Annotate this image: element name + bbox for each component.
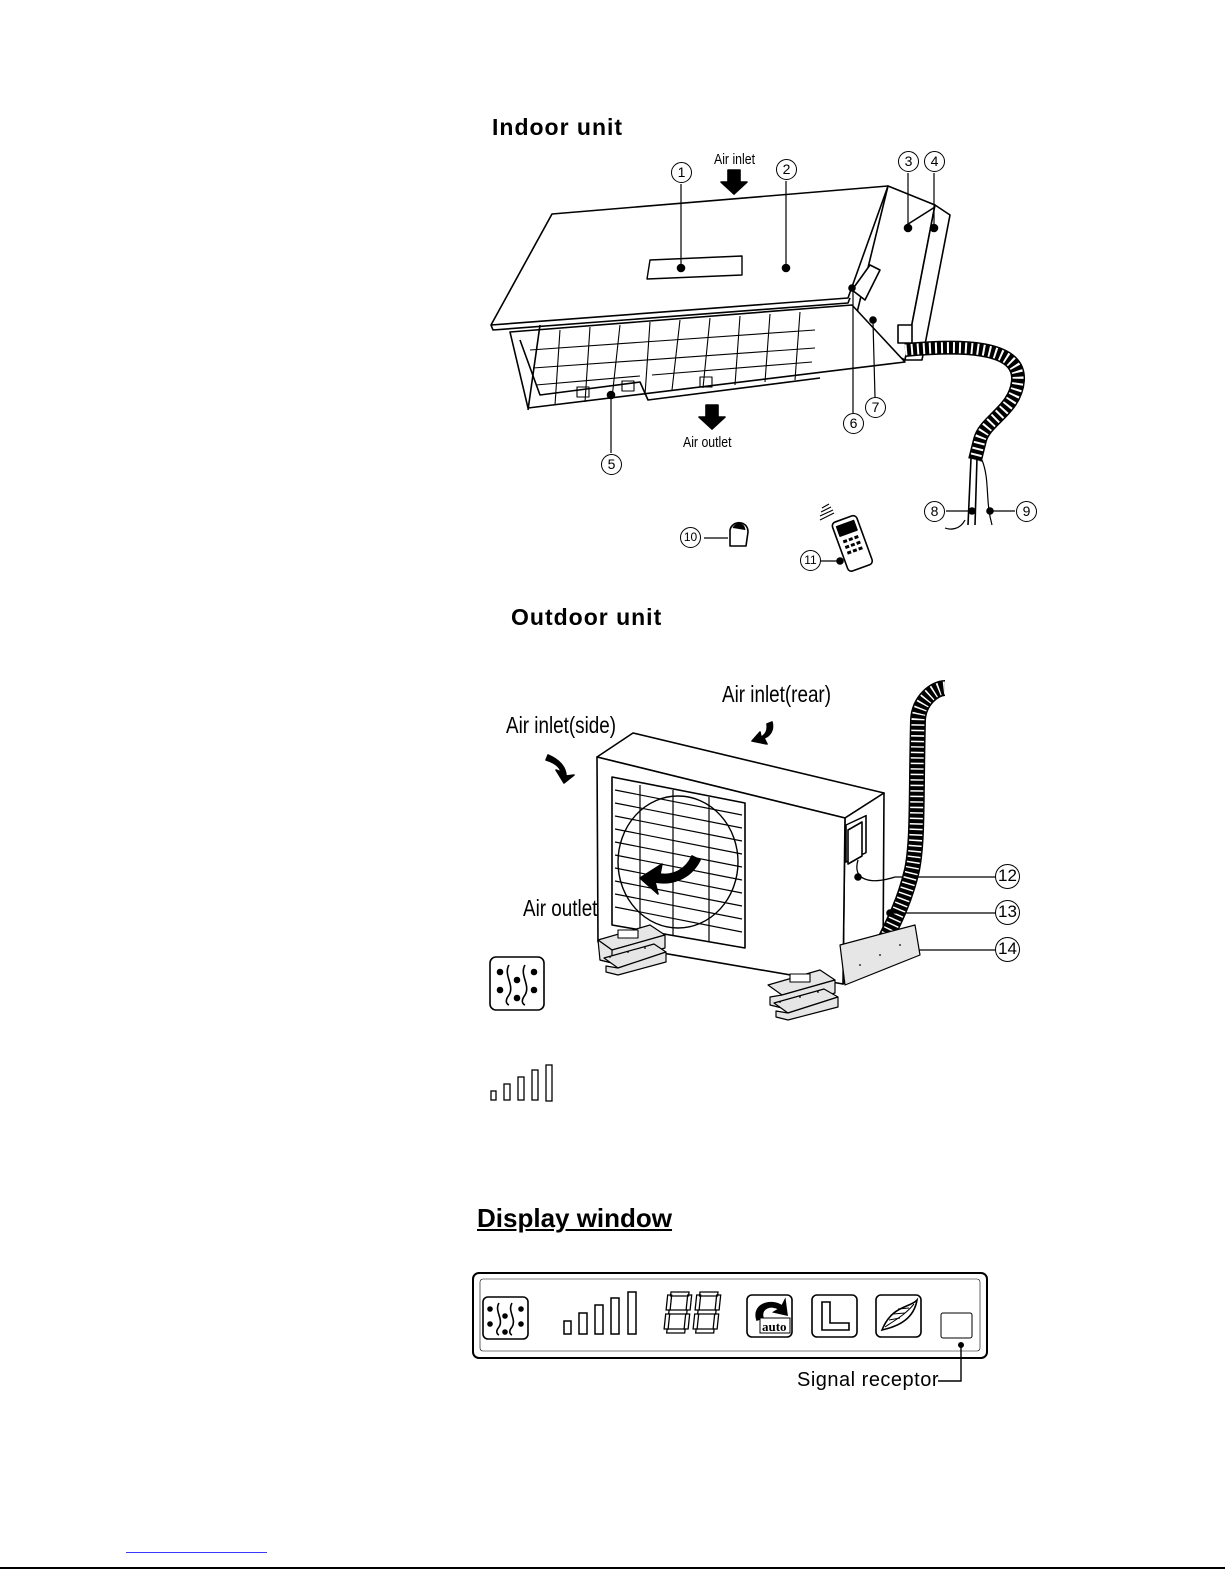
- signal-receptor-window: [938, 1313, 972, 1381]
- footer-rule: [0, 1567, 1225, 1569]
- display-fan-speed-icon: [564, 1292, 636, 1334]
- display-digits-icon: [664, 1292, 721, 1333]
- display-timer-icon: [812, 1295, 857, 1337]
- signal-receptor-label: Signal receptor: [797, 1369, 939, 1392]
- display-leaf-icon: [876, 1295, 921, 1337]
- footer-link-underline: [126, 1552, 267, 1553]
- display-window-panel: auto: [0, 0, 1225, 1420]
- display-auto-icon: auto: [747, 1295, 792, 1337]
- display-defrost-icon: [483, 1297, 528, 1339]
- svg-text:auto: auto: [762, 1319, 787, 1334]
